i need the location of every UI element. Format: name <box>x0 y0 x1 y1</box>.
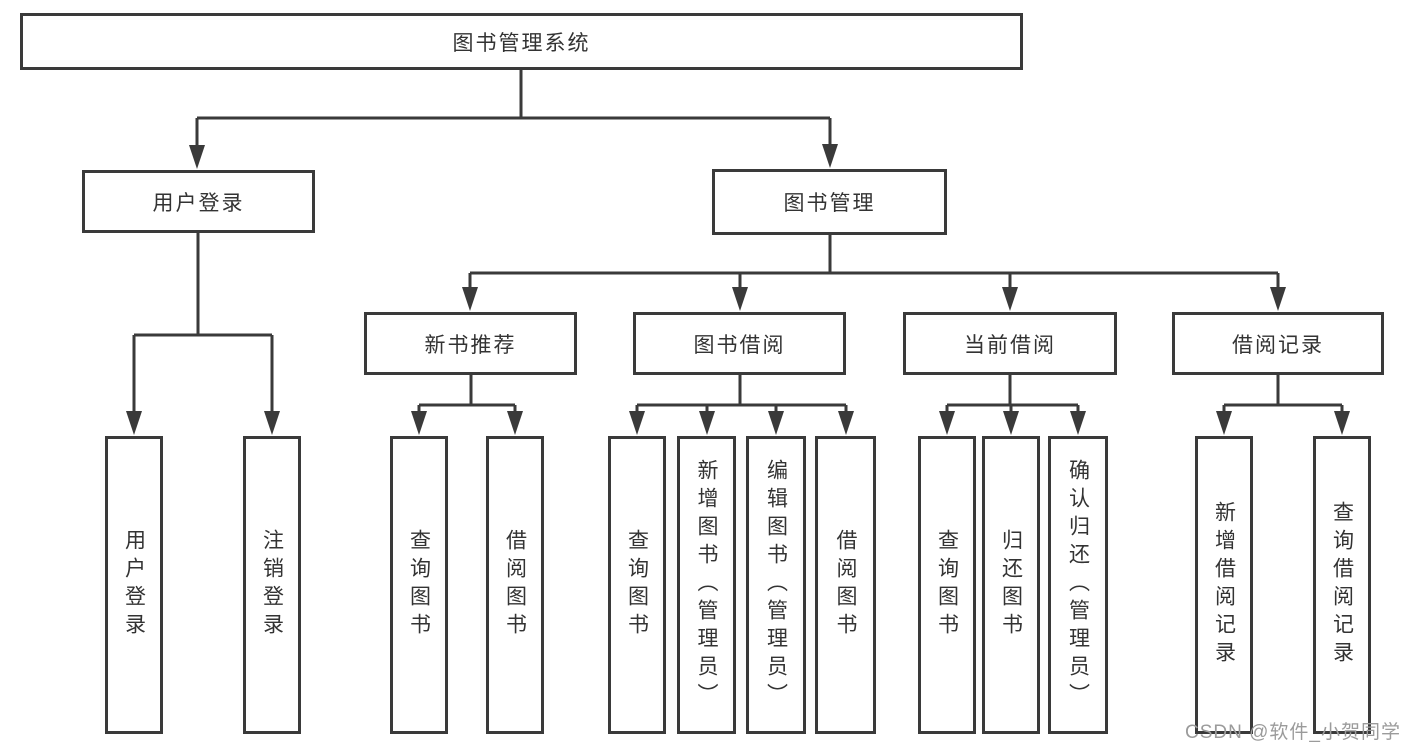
node-borrowing-records: 借阅记录 <box>1172 312 1384 375</box>
leaf-borrow-books-recommendation: 借阅图书 <box>486 436 544 734</box>
node-current-borrowing: 当前借阅 <box>903 312 1117 375</box>
node-user-login: 用户登录 <box>82 170 315 233</box>
leaf-user-login: 用户登录 <box>105 436 163 734</box>
leaf-edit-books-admin: 编辑图书（管理员） <box>746 436 806 734</box>
node-book-management: 图书管理 <box>712 169 947 235</box>
node-book-borrowing: 图书借阅 <box>633 312 846 375</box>
leaf-add-borrow-record: 新增借阅记录 <box>1195 436 1253 734</box>
leaf-return-books: 归还图书 <box>982 436 1040 734</box>
leaf-query-borrow-record: 查询借阅记录 <box>1313 436 1371 734</box>
leaf-borrow-books-borrowing: 借阅图书 <box>815 436 876 734</box>
leaf-logout: 注销登录 <box>243 436 301 734</box>
node-library-management-system: 图书管理系统 <box>20 13 1023 70</box>
leaf-confirm-return-admin: 确认归还（管理员） <box>1048 436 1108 734</box>
leaf-query-books-current: 查询图书 <box>918 436 976 734</box>
csdn-watermark: CSDN @软件_小贺同学 <box>1185 722 1401 743</box>
leaf-add-books-admin: 新增图书（管理员） <box>677 436 736 734</box>
node-new-book-recommendation: 新书推荐 <box>364 312 577 375</box>
leaf-query-books-borrowing: 查询图书 <box>608 436 666 734</box>
leaf-query-books-recommendation: 查询图书 <box>390 436 448 734</box>
